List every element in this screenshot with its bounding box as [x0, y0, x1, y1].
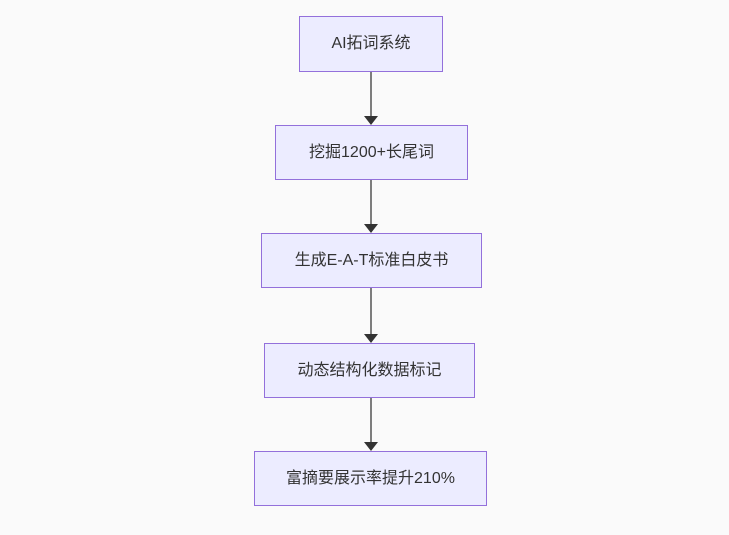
- flowchart-node-dynamic-structured-data-markup: 动态结构化数据标记: [264, 343, 475, 398]
- arrow-line: [370, 398, 372, 442]
- node-label: AI拓词系统: [331, 35, 411, 53]
- arrow-line: [370, 72, 372, 116]
- flowchart-node-ai-word-expansion-system: AI拓词系统: [299, 16, 443, 72]
- node-label: 生成E-A-T标准白皮书: [294, 251, 449, 269]
- node-label: 挖掘1200+长尾词: [309, 143, 434, 161]
- arrow-line: [370, 180, 372, 224]
- arrow-head-icon: [364, 334, 378, 343]
- flowchart-arrow-3: [364, 288, 378, 343]
- arrow-head-icon: [364, 116, 378, 125]
- flowchart-arrow-4: [364, 398, 378, 451]
- flowchart-node-generate-eat-whitepaper: 生成E-A-T标准白皮书: [261, 233, 482, 288]
- flowchart-arrow-2: [364, 180, 378, 233]
- arrow-head-icon: [364, 224, 378, 233]
- flowchart-node-rich-snippet-rate-increase: 富摘要展示率提升210%: [254, 451, 487, 506]
- flowchart-node-mine-longtail-keywords: 挖掘1200+长尾词: [275, 125, 468, 180]
- node-label: 动态结构化数据标记: [297, 361, 442, 379]
- node-label: 富摘要展示率提升210%: [286, 469, 455, 487]
- flowchart-arrow-1: [364, 72, 378, 125]
- arrow-head-icon: [364, 442, 378, 451]
- arrow-line: [370, 288, 372, 334]
